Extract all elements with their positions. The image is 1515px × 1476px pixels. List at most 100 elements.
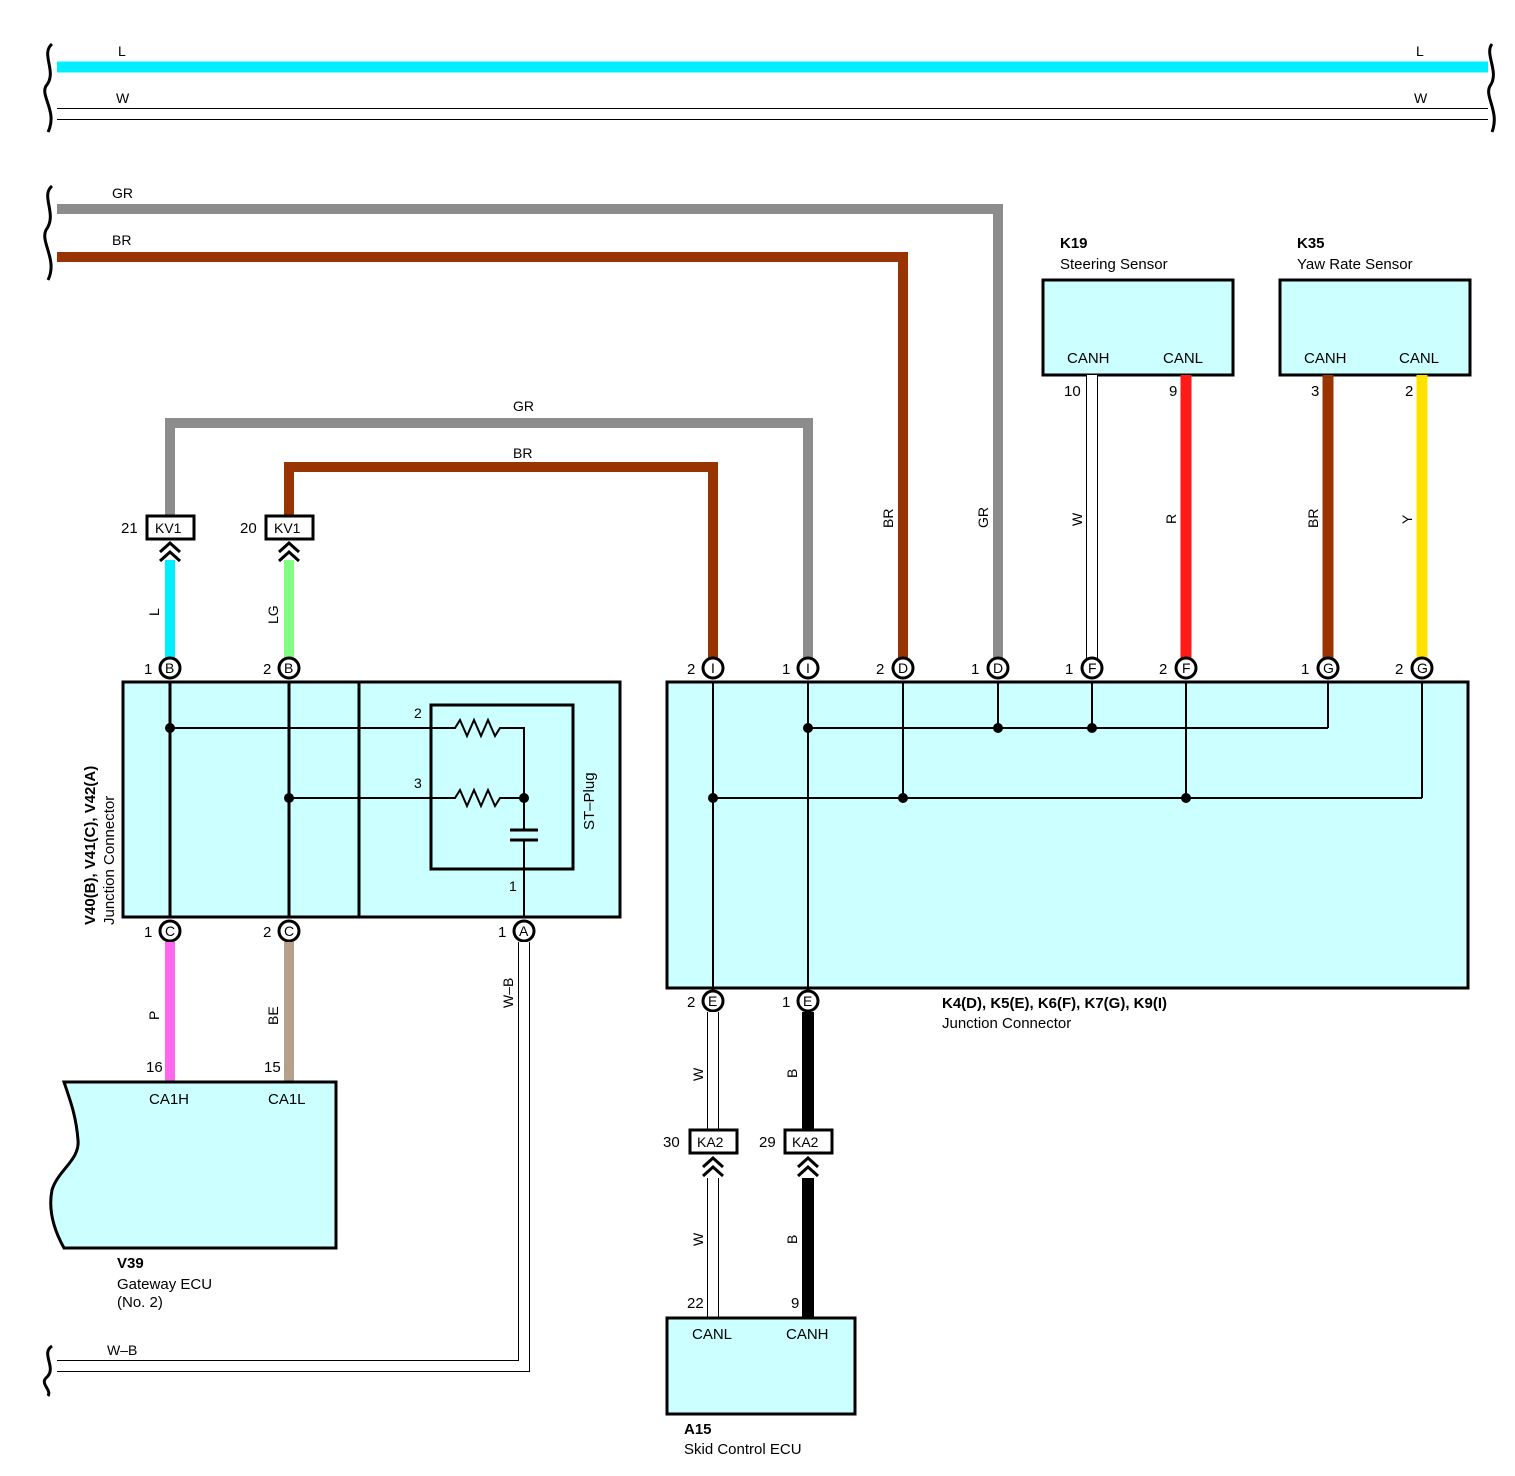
- gateway-ecu-pin-ca1h: 16: [146, 1059, 163, 1076]
- wire-br-long: [57, 252, 908, 668]
- gateway-ecu-name2: (No. 2): [117, 1294, 163, 1311]
- stplug-pin-3: 3: [414, 775, 422, 791]
- jl-pin-b2-terminal: [277, 656, 301, 680]
- jr-pin-f1-terminal: [1080, 656, 1104, 680]
- jr-pin-f1-letter: F: [1088, 660, 1097, 676]
- wire-label-y-k35: Y: [1399, 514, 1415, 524]
- jl-pin-c2-letter: C: [284, 923, 294, 939]
- jr-pin-d2-letter: D: [898, 660, 908, 676]
- wire-label-br-k35: BR: [1305, 509, 1321, 528]
- jl-pin-c2-terminal: [277, 919, 301, 943]
- wire-wb: [57, 942, 529, 1371]
- jr-pin-e1-terminal: [796, 989, 820, 1013]
- k19-name: Steering Sensor: [1060, 256, 1168, 273]
- junction-left-subtitle: Junction Connector: [101, 796, 118, 925]
- wire-label-l-right: L: [1416, 43, 1424, 59]
- skid-ecu-pin-canh: 9: [791, 1295, 799, 1312]
- jr-pin-g2-letter: G: [1417, 660, 1428, 676]
- jl-pin-a1-num: 1: [498, 924, 506, 941]
- k35-canl-label: CANL: [1399, 350, 1439, 367]
- ka2-pin-b: 29: [759, 1134, 776, 1151]
- kv1-connectors: L LG KV1 21 KV1 20: [121, 514, 315, 668]
- ka2-connector-box-w: [688, 1128, 739, 1155]
- k19-id: K19: [1060, 235, 1088, 252]
- wire-label-l-vert: L: [146, 608, 162, 616]
- kv1-loop-wires: GR BR: [165, 398, 813, 668]
- gateway-ecu-box: [49, 1080, 338, 1250]
- kv1-chevron-gr: [158, 540, 182, 563]
- jr-pin-d1-num: 1: [971, 661, 979, 678]
- gateway-ecu-pin-ca1l: 15: [264, 1059, 281, 1076]
- sensor-k19: K19 Steering Sensor CANH CANL 10 9 W R: [1041, 235, 1235, 668]
- stplug-box: [429, 703, 575, 871]
- skid-ecu-canh-label: CANH: [786, 1326, 829, 1343]
- sensor-k35: K35 Yaw Rate Sensor CANH CANL 3 2 BR Y: [1278, 235, 1472, 668]
- jl-pin-c2-num: 2: [263, 924, 271, 941]
- gateway-ecu-name: Gateway ECU: [117, 1276, 212, 1293]
- jr-pin-g1-letter: G: [1323, 660, 1334, 676]
- k19-pin-canl: 9: [1169, 383, 1177, 400]
- junction-right: I 2 I 1 D 2 D 1 F 1 F 2 G 1 G 2 E 2 E 1 …: [665, 656, 1470, 1032]
- jl-pin-a1-terminal: [512, 919, 536, 943]
- jr-pin-i1-terminal: [796, 656, 820, 680]
- skid-control-ecu: 22 9 CANL CANH A15 Skid Control ECU: [665, 1295, 857, 1458]
- jr-pin-i2-terminal: [701, 656, 725, 680]
- k19-canh-label: CANH: [1067, 350, 1110, 367]
- k19-pin-canh: 10: [1064, 383, 1081, 400]
- jr-pin-e2-letter: E: [708, 993, 717, 1009]
- jr-canl-splice-3: [1181, 793, 1191, 803]
- jr-canh-splice-2: [993, 723, 1003, 733]
- jr-pin-d1-letter: D: [993, 660, 1003, 676]
- wire-label-br-vert: BR: [880, 509, 896, 528]
- wire-label-gr-top: GR: [112, 185, 133, 201]
- main-bus-wires: GR BR BR GR: [43, 184, 1003, 668]
- top-wire-group: L L W W: [43, 42, 1496, 133]
- kv1-connector-box-br: [264, 514, 315, 541]
- wire-label-w-left: W: [116, 90, 130, 106]
- wire-label-wb-vert: W–B: [500, 978, 516, 1008]
- jr-canh-splice-3: [1087, 723, 1097, 733]
- jl-pin-c1-num: 1: [144, 924, 152, 941]
- jr-pin-i1-letter: I: [806, 660, 810, 676]
- jr-pin-d2-terminal: [891, 656, 915, 680]
- jr-pin-i2-num: 2: [687, 661, 695, 678]
- gateway-ecu-id: V39: [117, 1255, 144, 1272]
- skid-ecu-box: [665, 1316, 857, 1416]
- wire-label-br-top: BR: [112, 232, 131, 248]
- wire-gr-loop: [165, 418, 813, 668]
- stplug-pin-2: 2: [414, 705, 422, 721]
- ka2-wires: W B KA2 30 KA2 29 W B: [663, 1012, 834, 1318]
- wire-label-w-ka2-upper: W: [690, 1067, 706, 1081]
- gateway-wires: P BE W–B W–B: [42, 942, 530, 1397]
- k35-canh-label: CANH: [1304, 350, 1347, 367]
- jl-splice-1: [165, 723, 175, 733]
- wire-label-b-ka2-upper: B: [784, 1069, 800, 1078]
- break-mark-right-top: [1487, 43, 1496, 133]
- wire-label-w-k19: W: [1069, 512, 1085, 526]
- wire-br-loop: [284, 462, 718, 668]
- jl-pin-c1-terminal: [158, 919, 182, 943]
- jl-pin-b1-terminal: [158, 656, 182, 680]
- skid-ecu-name: Skid Control ECU: [684, 1441, 802, 1458]
- jr-pin-f2-letter: F: [1182, 660, 1191, 676]
- skid-ecu-id: A15: [684, 1421, 712, 1438]
- jr-pin-g2-num: 2: [1395, 661, 1403, 678]
- jr-pin-e1-num: 1: [782, 994, 790, 1011]
- jl-pin-b2-num: 2: [263, 661, 271, 678]
- wire-label-lg-vert: LG: [265, 605, 281, 624]
- ka2-pin-w: 30: [663, 1134, 680, 1151]
- junction-right-title: K4(D), K5(E), K6(F), K7(G), K9(I): [942, 995, 1167, 1012]
- kv1-label-gr: KV1: [155, 520, 182, 536]
- gateway-ecu-ca1l-label: CA1L: [268, 1091, 306, 1108]
- kv1-pin-gr: 21: [121, 520, 138, 537]
- jr-pin-f1-num: 1: [1065, 661, 1073, 678]
- kv1-connector-box-gr: [145, 514, 196, 541]
- jr-pin-g1-terminal: [1316, 656, 1340, 680]
- stplug-pin-1: 1: [509, 878, 517, 894]
- resistor-icon-1: [431, 717, 525, 798]
- junction-left-title: V40(B), V41(C), V42(A): [82, 766, 99, 925]
- jr-canh-splice-1: [803, 723, 813, 733]
- k35-id: K35: [1297, 235, 1325, 252]
- gateway-ecu-ca1h-label: CA1H: [149, 1091, 189, 1108]
- wire-gr-long: [57, 204, 1003, 668]
